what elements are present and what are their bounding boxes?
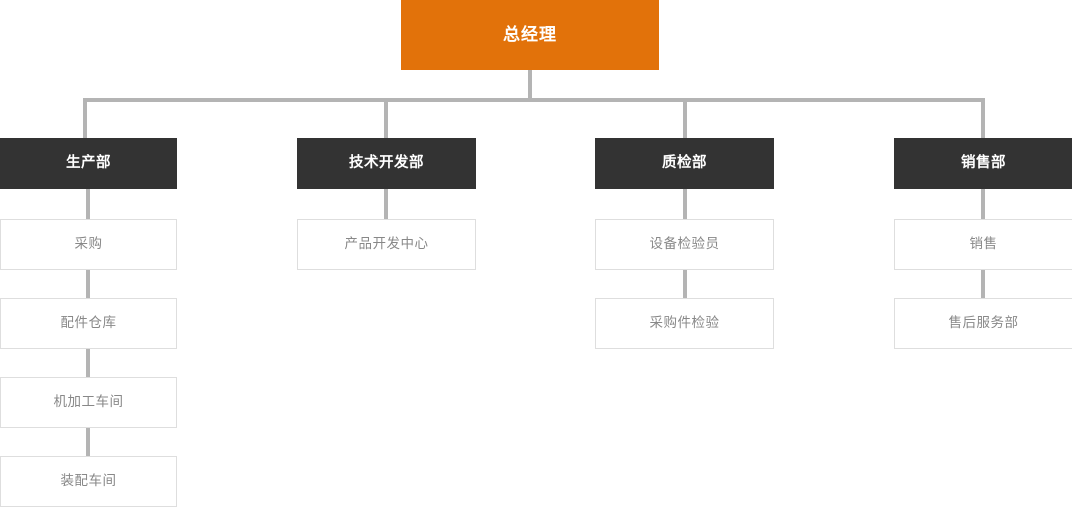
- connector-qc-s1-s2: [683, 269, 687, 299]
- node-sales[interactable]: 销售: [894, 219, 1072, 270]
- node-general-manager[interactable]: 总经理: [401, 0, 659, 70]
- connector-prod-d1-s1: [86, 189, 90, 220]
- connector-prod-s1-s2: [86, 269, 90, 299]
- node-after-sales-service-department[interactable]: 售后服务部: [894, 298, 1072, 349]
- connector-sales-s1-s2: [981, 269, 985, 299]
- connector-bus-to-dept-2: [384, 98, 388, 140]
- node-assembly-workshop[interactable]: 装配车间: [0, 456, 177, 507]
- node-production-department[interactable]: 生产部: [0, 138, 177, 189]
- node-product-development-center[interactable]: 产品开发中心: [297, 219, 476, 270]
- connector-tech-d2-s1: [384, 189, 388, 220]
- node-parts-warehouse[interactable]: 配件仓库: [0, 298, 177, 349]
- node-sales-department[interactable]: 销售部: [894, 138, 1072, 189]
- connector-qc-d3-s1: [683, 189, 687, 220]
- connector-bus-to-dept-3: [683, 98, 687, 140]
- connector-root-stem: [528, 70, 532, 102]
- node-quality-inspection-department[interactable]: 质检部: [595, 138, 774, 189]
- node-equipment-inspector[interactable]: 设备检验员: [595, 219, 774, 270]
- connector-sales-d4-s1: [981, 189, 985, 220]
- connector-bus-to-dept-1: [83, 98, 87, 140]
- node-purchased-parts-inspection[interactable]: 采购件检验: [595, 298, 774, 349]
- connector-bus-to-dept-4: [981, 98, 985, 140]
- connector-prod-s3-s4: [86, 427, 90, 457]
- node-technical-development-department[interactable]: 技术开发部: [297, 138, 476, 189]
- connector-horizontal-bus: [83, 98, 985, 102]
- node-procurement[interactable]: 采购: [0, 219, 177, 270]
- connector-prod-s2-s3: [86, 348, 90, 378]
- node-machining-workshop[interactable]: 机加工车间: [0, 377, 177, 428]
